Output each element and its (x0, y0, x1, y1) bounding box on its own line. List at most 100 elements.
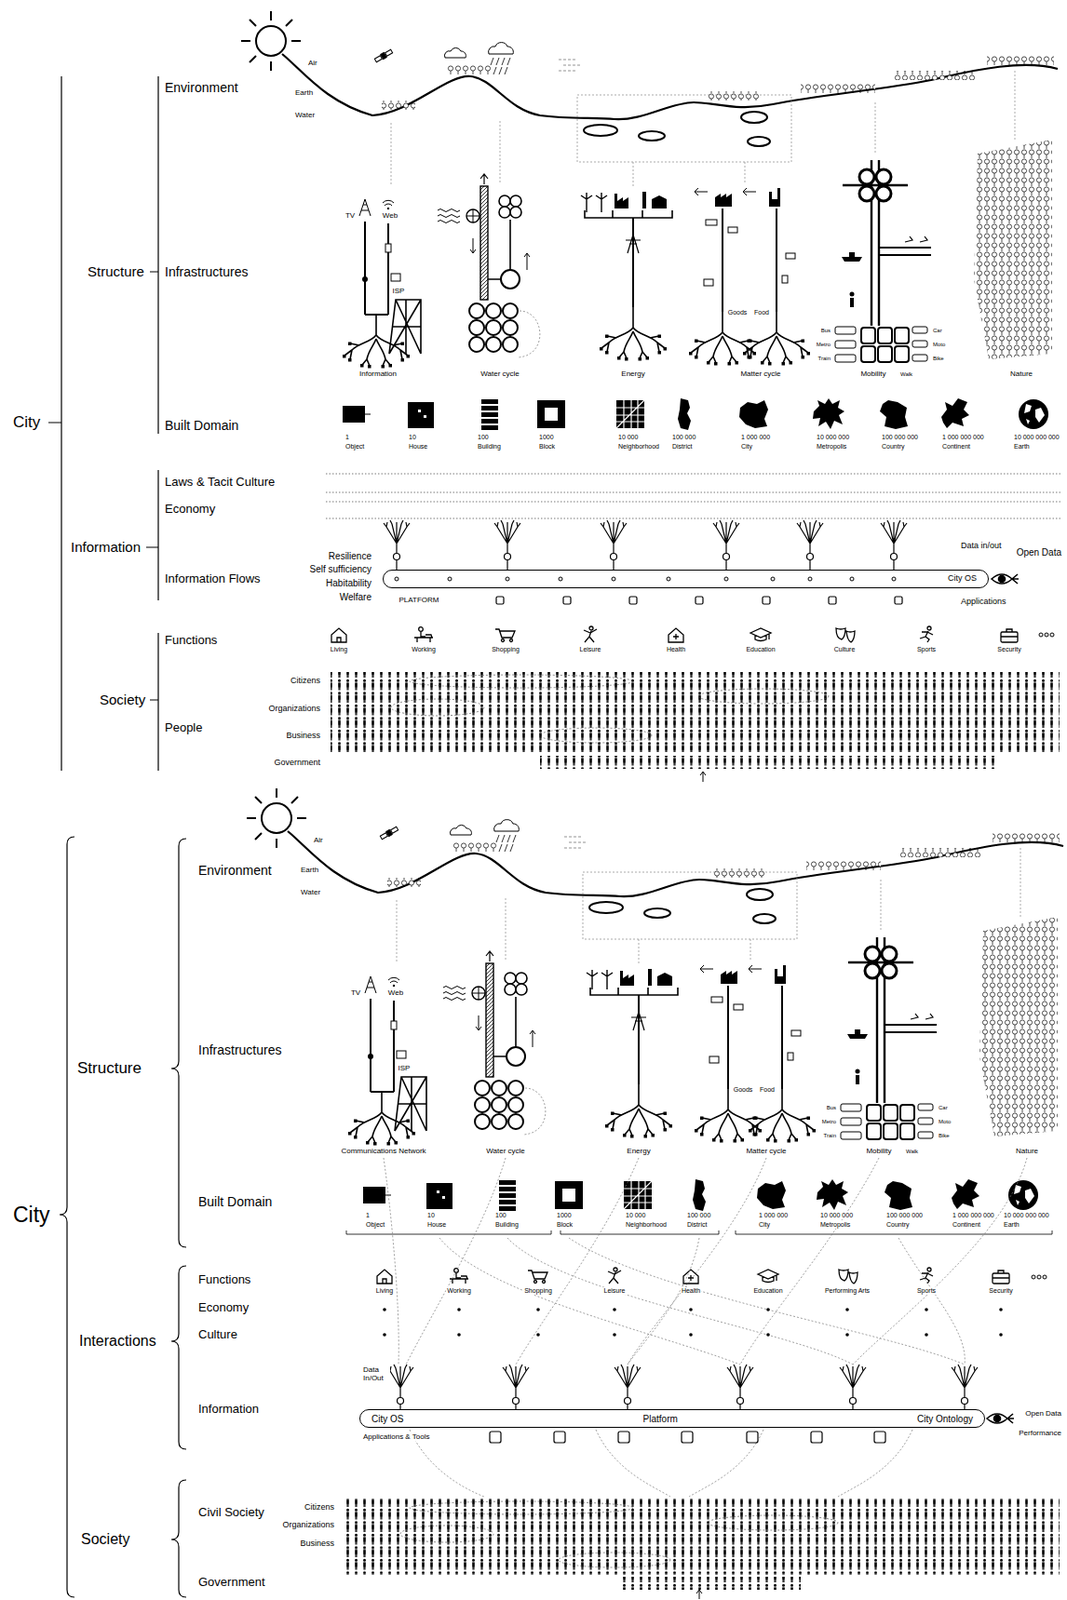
label: Metro (815, 341, 832, 349)
label: Moto (937, 1119, 952, 1126)
label: Applications (959, 596, 1008, 607)
label: Open Data (1024, 1409, 1063, 1419)
label: Communications Network (339, 1147, 427, 1156)
interaction-lines (383, 1158, 1027, 1498)
label: Mobility (864, 1147, 892, 1156)
label: Building (476, 443, 502, 451)
label: Security (987, 1287, 1013, 1296)
label: ISP (397, 1064, 412, 1073)
label: Society (98, 691, 147, 708)
label: ISP (391, 286, 406, 296)
label: Culture (197, 1328, 239, 1343)
label: Web (387, 988, 405, 998)
label: Neighborhood (617, 443, 661, 451)
label: Block (555, 1221, 574, 1230)
label: Infrastructures (197, 1042, 283, 1058)
platform-bar: City OSPlatformCity Ontology (359, 1409, 986, 1429)
label: Water cycle (485, 1147, 527, 1156)
label: People (163, 721, 203, 736)
label: City (740, 443, 754, 451)
label: 10 000 (617, 433, 639, 442)
label: Metro (821, 1119, 838, 1126)
label: Earth (294, 88, 314, 97)
label: Earth (1012, 443, 1031, 451)
label: Mobility (859, 369, 887, 379)
label: 1 (364, 1212, 371, 1220)
label: Education (752, 1287, 784, 1296)
label: Food (758, 1086, 776, 1095)
label: Interactions (78, 1333, 158, 1351)
label: 1 (344, 433, 351, 442)
label: 1 000 000 (740, 433, 771, 442)
bracket (48, 76, 159, 771)
information-layer (325, 473, 1062, 605)
label: Continent (941, 443, 972, 451)
label: Nature (1014, 1147, 1040, 1156)
label: 10 000 000 (815, 433, 851, 442)
label: Moto (931, 341, 946, 349)
label: 10 (426, 1212, 436, 1220)
label: Functions (163, 634, 218, 649)
label: Data In/Out (362, 1365, 391, 1383)
label: Functions (197, 1273, 252, 1288)
label: Car (937, 1105, 949, 1112)
label: Water (294, 110, 316, 120)
label: Infrastructures (163, 264, 249, 280)
label: Sports (916, 646, 937, 654)
label: Walk (899, 371, 914, 379)
label: House (407, 443, 429, 451)
label: 1 000 000 (757, 1212, 789, 1220)
label: Energy (625, 1147, 651, 1156)
label: 100 000 (671, 433, 697, 442)
label: Sports (916, 1287, 937, 1296)
label: 1000 (538, 433, 555, 442)
label: Food (753, 309, 770, 317)
label: 10 000 (624, 1212, 647, 1220)
label: Working (410, 646, 437, 654)
label: Performance (1017, 1429, 1063, 1438)
label: Culture (833, 646, 857, 654)
label: Earth (1002, 1221, 1021, 1230)
label: Working (445, 1287, 473, 1296)
label: Built Domain (197, 1194, 273, 1210)
label: Business (298, 1539, 336, 1549)
label: Energy (620, 369, 646, 379)
label: 100 000 000 (885, 1212, 924, 1220)
label: Information (358, 369, 398, 379)
label: Environment (163, 80, 240, 95)
label: Organizations (267, 703, 322, 714)
label: PLATFORM (398, 595, 441, 605)
label: Block (538, 443, 556, 451)
label: Air (312, 836, 325, 845)
label: TV (344, 211, 356, 220)
label: Health (680, 1287, 702, 1296)
infrastructure-illustration (241, 11, 1058, 369)
label: Water cycle (479, 369, 521, 379)
infrastructure-illustration (246, 788, 1064, 1147)
label: Open Data (1015, 547, 1063, 559)
label: Shopping (523, 1287, 554, 1296)
label: Metropolis (815, 443, 848, 451)
label: Earth (299, 865, 320, 875)
label: Self sufficiency (308, 564, 373, 576)
label: Government (272, 757, 322, 768)
label: Goods (732, 1086, 755, 1095)
label: 100 000 (686, 1212, 712, 1220)
label: Car (931, 327, 944, 335)
label: 1000 (555, 1212, 573, 1220)
label: Water (299, 888, 322, 897)
label: Object (344, 443, 365, 451)
label: District (686, 1221, 708, 1230)
label: Bike (937, 1133, 951, 1140)
label: Civil Society (197, 1506, 266, 1521)
label: Train (823, 1133, 838, 1140)
label: Laws & Tacit Culture (163, 475, 276, 490)
label: Economy (197, 1301, 250, 1316)
people-grid (330, 672, 1060, 783)
label: Resilience (327, 551, 373, 563)
label: Matter cycle (739, 369, 782, 379)
label: Citizens (303, 1502, 336, 1513)
label: Metropolis (819, 1221, 851, 1230)
